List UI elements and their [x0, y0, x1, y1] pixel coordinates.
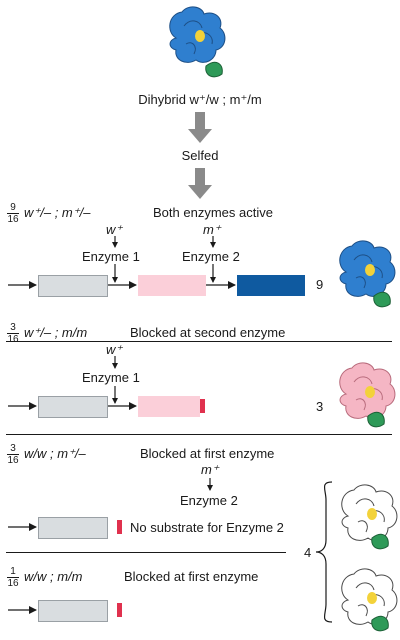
section-divider [6, 434, 392, 435]
section-3-genotype: w/w ; m⁺/– [24, 446, 86, 461]
section-2-allele-w: w⁺ [106, 342, 123, 357]
pathway-arrows-1 [8, 236, 236, 289]
section-2-count: 3 [316, 399, 324, 414]
section-1-allele-m: m⁺ [203, 222, 221, 237]
block-marker [200, 399, 205, 413]
section-divider [6, 552, 286, 553]
section-3-note: No substrate for Enzyme 2 [130, 520, 284, 535]
blue-pigment-box [237, 275, 305, 296]
white-group-count: 4 [304, 545, 312, 560]
section-1-genotype: w⁺/– ; m⁺/– [24, 205, 91, 220]
section-4-description: Blocked at first enzyme [124, 569, 259, 584]
blue-flower-icon [339, 240, 396, 308]
section-1-enzyme-2: Enzyme 2 [182, 249, 240, 264]
section-1-count: 9 [316, 277, 324, 292]
block-marker [117, 603, 122, 617]
precursor-box [38, 275, 108, 297]
section-4-genotype: w/w ; m/m [24, 569, 83, 584]
pink-intermediate-box [138, 396, 200, 417]
section-1-allele-w: w⁺ [106, 222, 123, 237]
precursor-box [38, 600, 108, 622]
pathway-arrows-3 [8, 478, 213, 531]
section-3-allele-m: m⁺ [201, 462, 219, 477]
section-1-enzyme-1: Enzyme 1 [82, 249, 140, 264]
selfed-arrow-icon [188, 112, 212, 199]
dihybrid-label: Dihybrid w⁺/w ; m⁺/m [138, 92, 262, 107]
section-divider [6, 341, 392, 342]
section-3-enzyme-2: Enzyme 2 [180, 493, 238, 508]
white-flower-icon [341, 568, 398, 632]
precursor-box [38, 396, 108, 418]
pathway-arrows-2 [8, 356, 137, 410]
section-1-description: Both enzymes active [153, 205, 273, 220]
grouping-brace [315, 481, 333, 623]
section-2-description: Blocked at second enzyme [130, 325, 286, 340]
selfed-label: Selfed [181, 148, 219, 163]
pink-flower-icon [339, 362, 396, 428]
white-flower-icon [341, 484, 398, 550]
precursor-box [38, 517, 108, 539]
section-3-description: Blocked at first enzyme [140, 446, 275, 461]
parent-flower-icon [169, 6, 226, 78]
section-2-enzyme-1: Enzyme 1 [82, 370, 140, 385]
block-marker [117, 520, 122, 534]
pink-intermediate-box [138, 275, 206, 296]
section-2-genotype: w⁺/– ; m/m [24, 325, 88, 340]
